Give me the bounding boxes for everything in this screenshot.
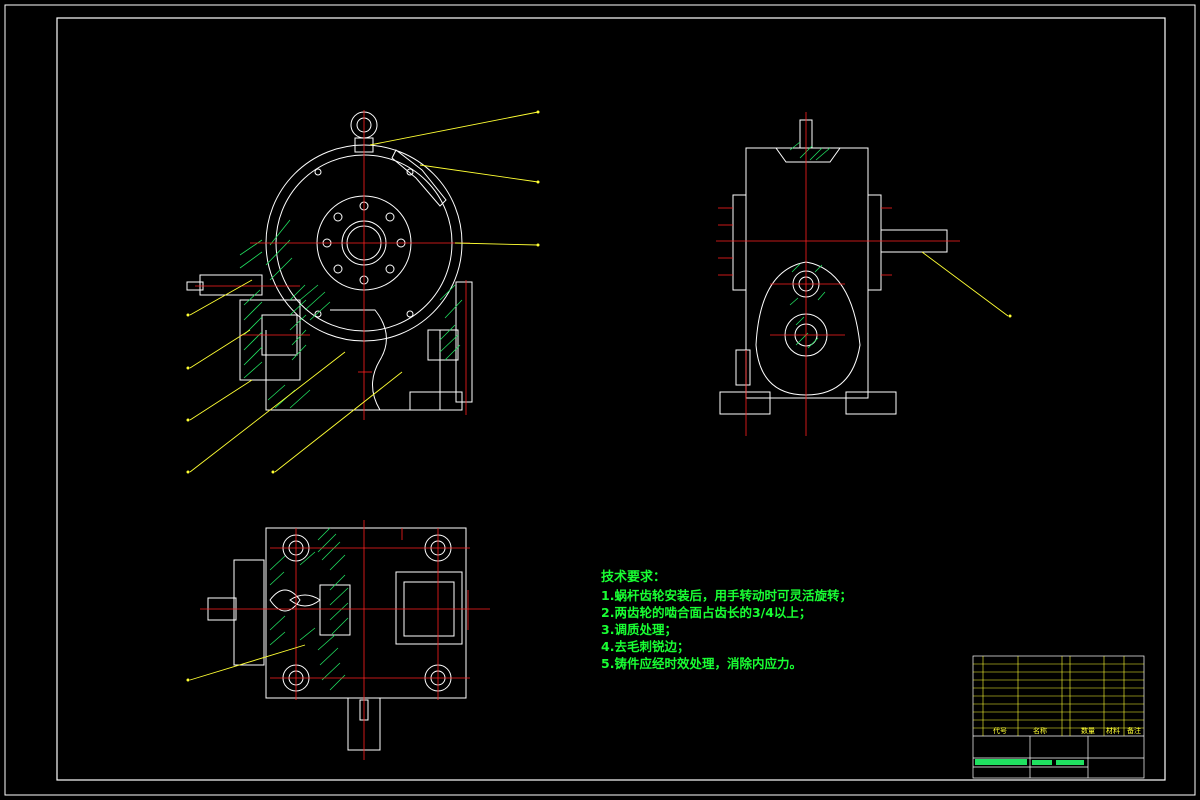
requirement-item: 1.蜗杆齿轮安装后，用手转动时可灵活旋转；	[601, 588, 852, 603]
requirement-item: 5.铸件应经时效处理，消除内应力。	[601, 656, 802, 671]
top-section-hatching	[269, 527, 349, 691]
requirement-item: 4.去毛刺锐边；	[601, 639, 690, 654]
front-section-hatching	[239, 219, 463, 409]
title-block-fill	[975, 759, 1084, 765]
inner-frame	[56, 17, 1166, 781]
tb-qty-header: 数量	[1081, 726, 1095, 735]
leader-dots	[186, 110, 1012, 682]
technical-requirements-title: 技术要求：	[601, 570, 667, 585]
tb-notes-header: 备注	[1127, 726, 1141, 735]
parts-list-grid	[973, 656, 1144, 736]
tb-code-header: 代号	[993, 726, 1007, 735]
leader-lines	[189, 111, 1009, 681]
front-section-view	[186, 111, 473, 411]
title-block	[972, 655, 1145, 779]
technical-requirements: 技术要求： 1.蜗杆齿轮安装后，用手转动时可灵活旋转； 2.两齿轮的啮合面占齿长…	[601, 569, 852, 672]
tb-name-header: 名称	[1033, 726, 1047, 735]
side-centerlines	[716, 112, 960, 436]
tb-material-header: 材料	[1106, 726, 1120, 735]
front-centerlines	[195, 110, 470, 420]
top-centerlines	[200, 520, 490, 760]
side-view	[719, 119, 948, 415]
outer-frame	[4, 4, 1196, 796]
requirement-item: 2.两齿轮的啮合面占齿长的3/4以上；	[601, 605, 812, 620]
top-section-view	[207, 527, 467, 751]
requirement-item: 3.调质处理；	[601, 622, 677, 637]
title-block-headers: 代号 名称 数量 材料 备注	[993, 726, 1141, 735]
